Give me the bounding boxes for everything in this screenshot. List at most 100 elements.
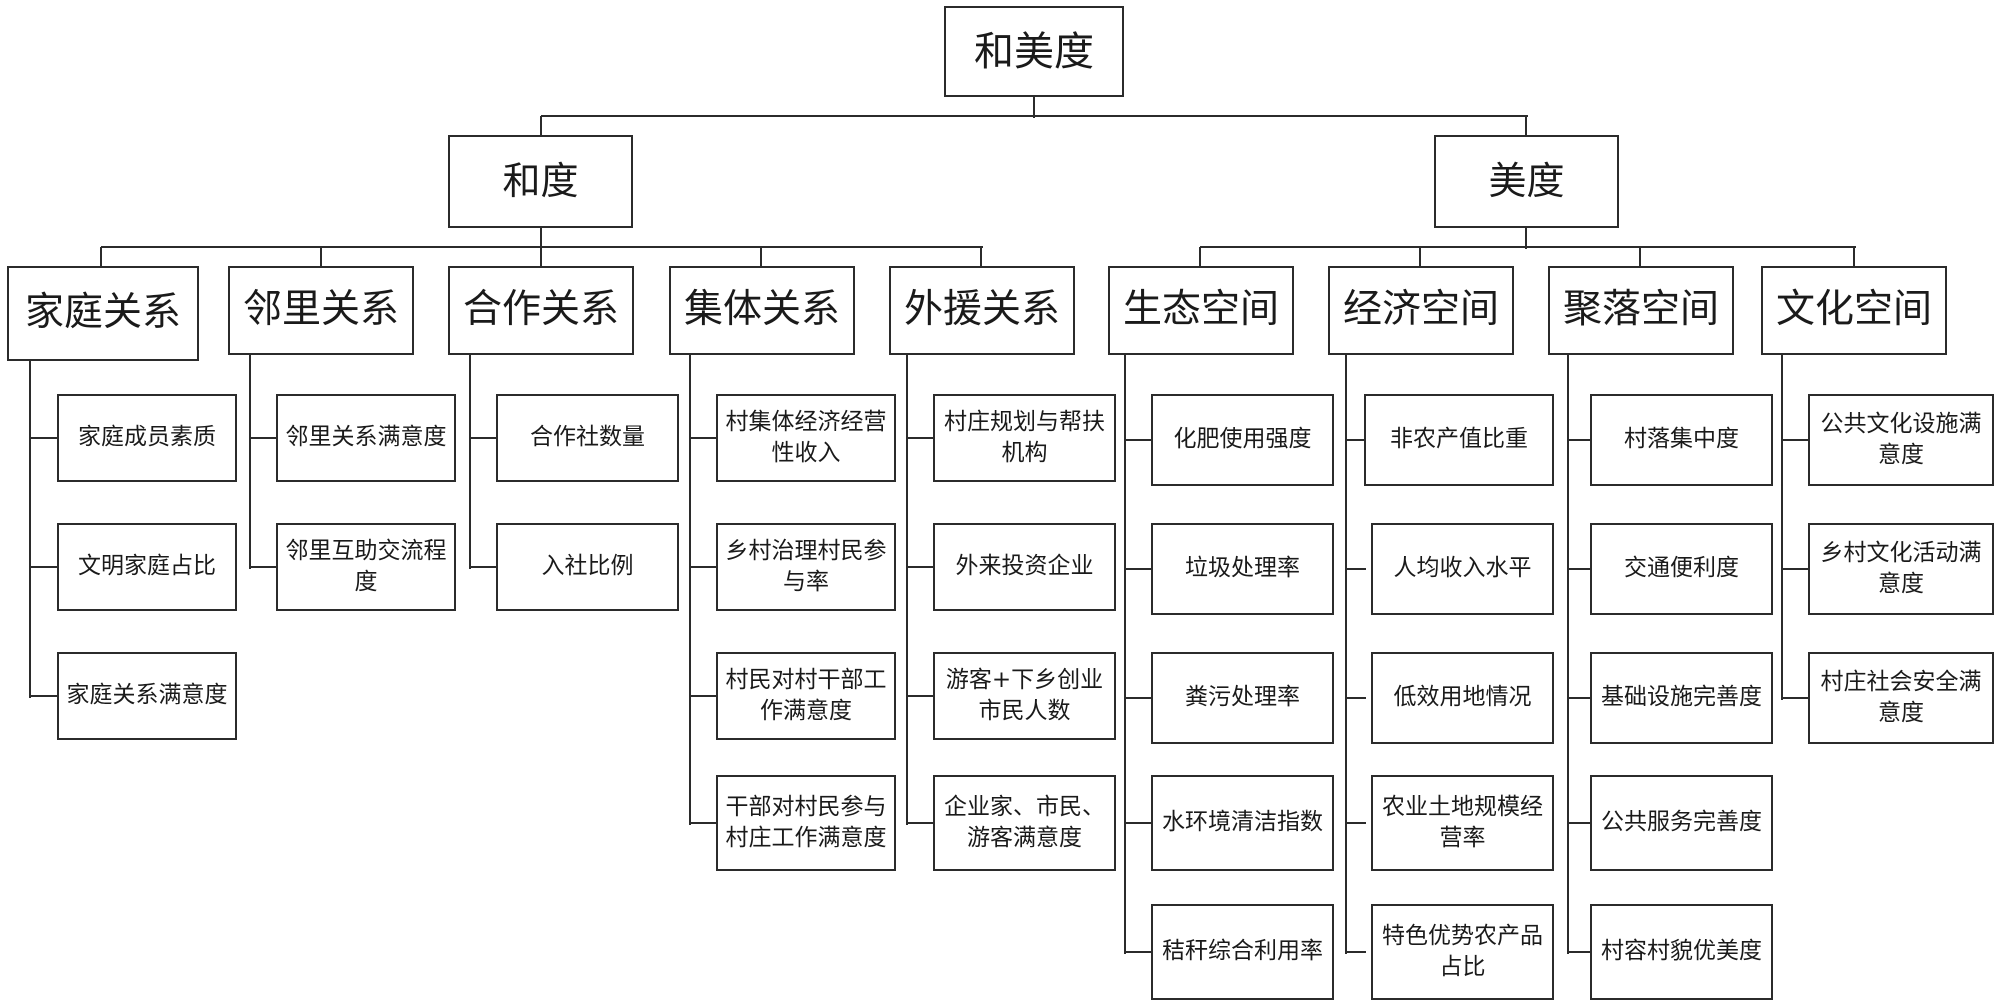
category-node-family: 家庭关系 [7, 266, 199, 361]
connector-line [907, 822, 935, 824]
connector-line [1568, 697, 1592, 699]
leaf-node: 人均收入水平 [1371, 523, 1554, 615]
connector-line [100, 247, 102, 268]
connector-line [1567, 355, 1569, 954]
connector-line [30, 566, 59, 568]
connector-line [540, 228, 542, 249]
connector-line [980, 247, 982, 268]
leaf-node: 农业土地规模经营率 [1371, 775, 1554, 871]
connector-line [470, 566, 498, 568]
connector-line [907, 437, 935, 439]
leaf-node: 文明家庭占比 [57, 523, 237, 611]
leaf-node: 水环境清洁指数 [1151, 775, 1334, 871]
connector-line [30, 437, 59, 439]
leaf-node: 非农产值比重 [1364, 394, 1554, 486]
connector-line [1568, 951, 1592, 953]
leaf-node: 化肥使用强度 [1151, 394, 1334, 486]
connector-line [1853, 247, 1855, 268]
leaf-node: 公共服务完善度 [1590, 775, 1773, 871]
leaf-node: 特色优势农产品占比 [1371, 904, 1554, 1000]
category-node-ecology: 生态空间 [1108, 266, 1294, 355]
leaf-node: 入社比例 [496, 523, 679, 611]
leaf-node: 村容村貌优美度 [1590, 904, 1773, 1000]
connector-line [1568, 568, 1592, 570]
leaf-node: 垃圾处理率 [1151, 523, 1334, 615]
connector-line [1125, 951, 1153, 953]
connector-line [1782, 568, 1810, 570]
connector-line [1345, 355, 1347, 954]
connector-line [1033, 97, 1035, 118]
category-node-economy: 经济空间 [1328, 266, 1514, 355]
connector-line [760, 247, 762, 268]
connector-line [1525, 228, 1527, 249]
leaf-node: 邻里互助交流程度 [276, 523, 456, 611]
connector-line [1346, 822, 1366, 824]
connector-line [1124, 355, 1126, 954]
category-node-neighbor: 邻里关系 [228, 266, 414, 355]
connector-line [1346, 951, 1366, 953]
connector-line [1782, 439, 1810, 441]
connector-line [540, 116, 542, 137]
leaf-node: 村庄社会安全满意度 [1808, 652, 1994, 744]
connector-line [540, 247, 542, 268]
leaf-node: 邻里关系满意度 [276, 394, 456, 482]
connector-line [320, 247, 322, 268]
category-node-external-aid: 外援关系 [889, 266, 1075, 355]
group-node-meidu: 美度 [1434, 135, 1619, 228]
connector-line [250, 437, 278, 439]
leaf-node: 乡村治理村民参与率 [716, 523, 896, 611]
leaf-node: 游客+下乡创业市民人数 [933, 652, 1116, 740]
connector-line [30, 695, 59, 697]
connector-line [541, 115, 1528, 117]
root-node: 和美度 [944, 6, 1124, 97]
connector-line [1346, 568, 1366, 570]
category-node-settlement: 聚落空间 [1548, 266, 1734, 355]
connector-line [907, 695, 935, 697]
connector-line [1419, 247, 1421, 268]
connector-line [1568, 822, 1592, 824]
connector-line [1346, 439, 1366, 441]
connector-line [1125, 439, 1153, 441]
connector-line [1525, 116, 1527, 137]
connector-line [1199, 247, 1201, 268]
connector-line [250, 566, 278, 568]
leaf-node: 家庭成员素质 [57, 394, 237, 482]
leaf-node: 村集体经济经营性收入 [716, 394, 896, 482]
connector-line [690, 695, 718, 697]
connector-line [469, 355, 471, 569]
leaf-node: 干部对村民参与村庄工作满意度 [716, 775, 896, 871]
connector-line [1639, 247, 1641, 268]
leaf-node: 基础设施完善度 [1590, 652, 1773, 744]
connector-line [689, 355, 691, 825]
leaf-node: 乡村文化活动满意度 [1808, 523, 1994, 615]
connector-line [1125, 822, 1153, 824]
connector-line [690, 437, 718, 439]
connector-line [249, 355, 251, 569]
connector-line [906, 355, 908, 825]
connector-line [907, 566, 935, 568]
leaf-node: 村民对村干部工作满意度 [716, 652, 896, 740]
connector-line [1125, 568, 1153, 570]
leaf-node: 村庄规划与帮扶机构 [933, 394, 1116, 482]
category-node-culture: 文化空间 [1761, 266, 1947, 355]
connector-line [1346, 697, 1366, 699]
connector-line [1568, 439, 1592, 441]
leaf-node: 家庭关系满意度 [57, 652, 237, 740]
leaf-node: 交通便利度 [1590, 523, 1773, 615]
category-node-collective: 集体关系 [669, 266, 855, 355]
category-node-cooperation: 合作关系 [448, 266, 634, 355]
connector-line [1125, 697, 1153, 699]
leaf-node: 秸秆综合利用率 [1151, 904, 1334, 1000]
connector-line [1781, 355, 1783, 700]
group-node-hedu: 和度 [448, 135, 633, 228]
connector-line [690, 566, 718, 568]
leaf-node: 低效用地情况 [1371, 652, 1554, 744]
connector-line [690, 822, 718, 824]
leaf-node: 合作社数量 [496, 394, 679, 482]
leaf-node: 公共文化设施满意度 [1808, 394, 1994, 486]
connector-line [29, 361, 31, 698]
leaf-node: 企业家、市民、游客满意度 [933, 775, 1116, 871]
connector-line [470, 437, 498, 439]
leaf-node: 外来投资企业 [933, 523, 1116, 611]
